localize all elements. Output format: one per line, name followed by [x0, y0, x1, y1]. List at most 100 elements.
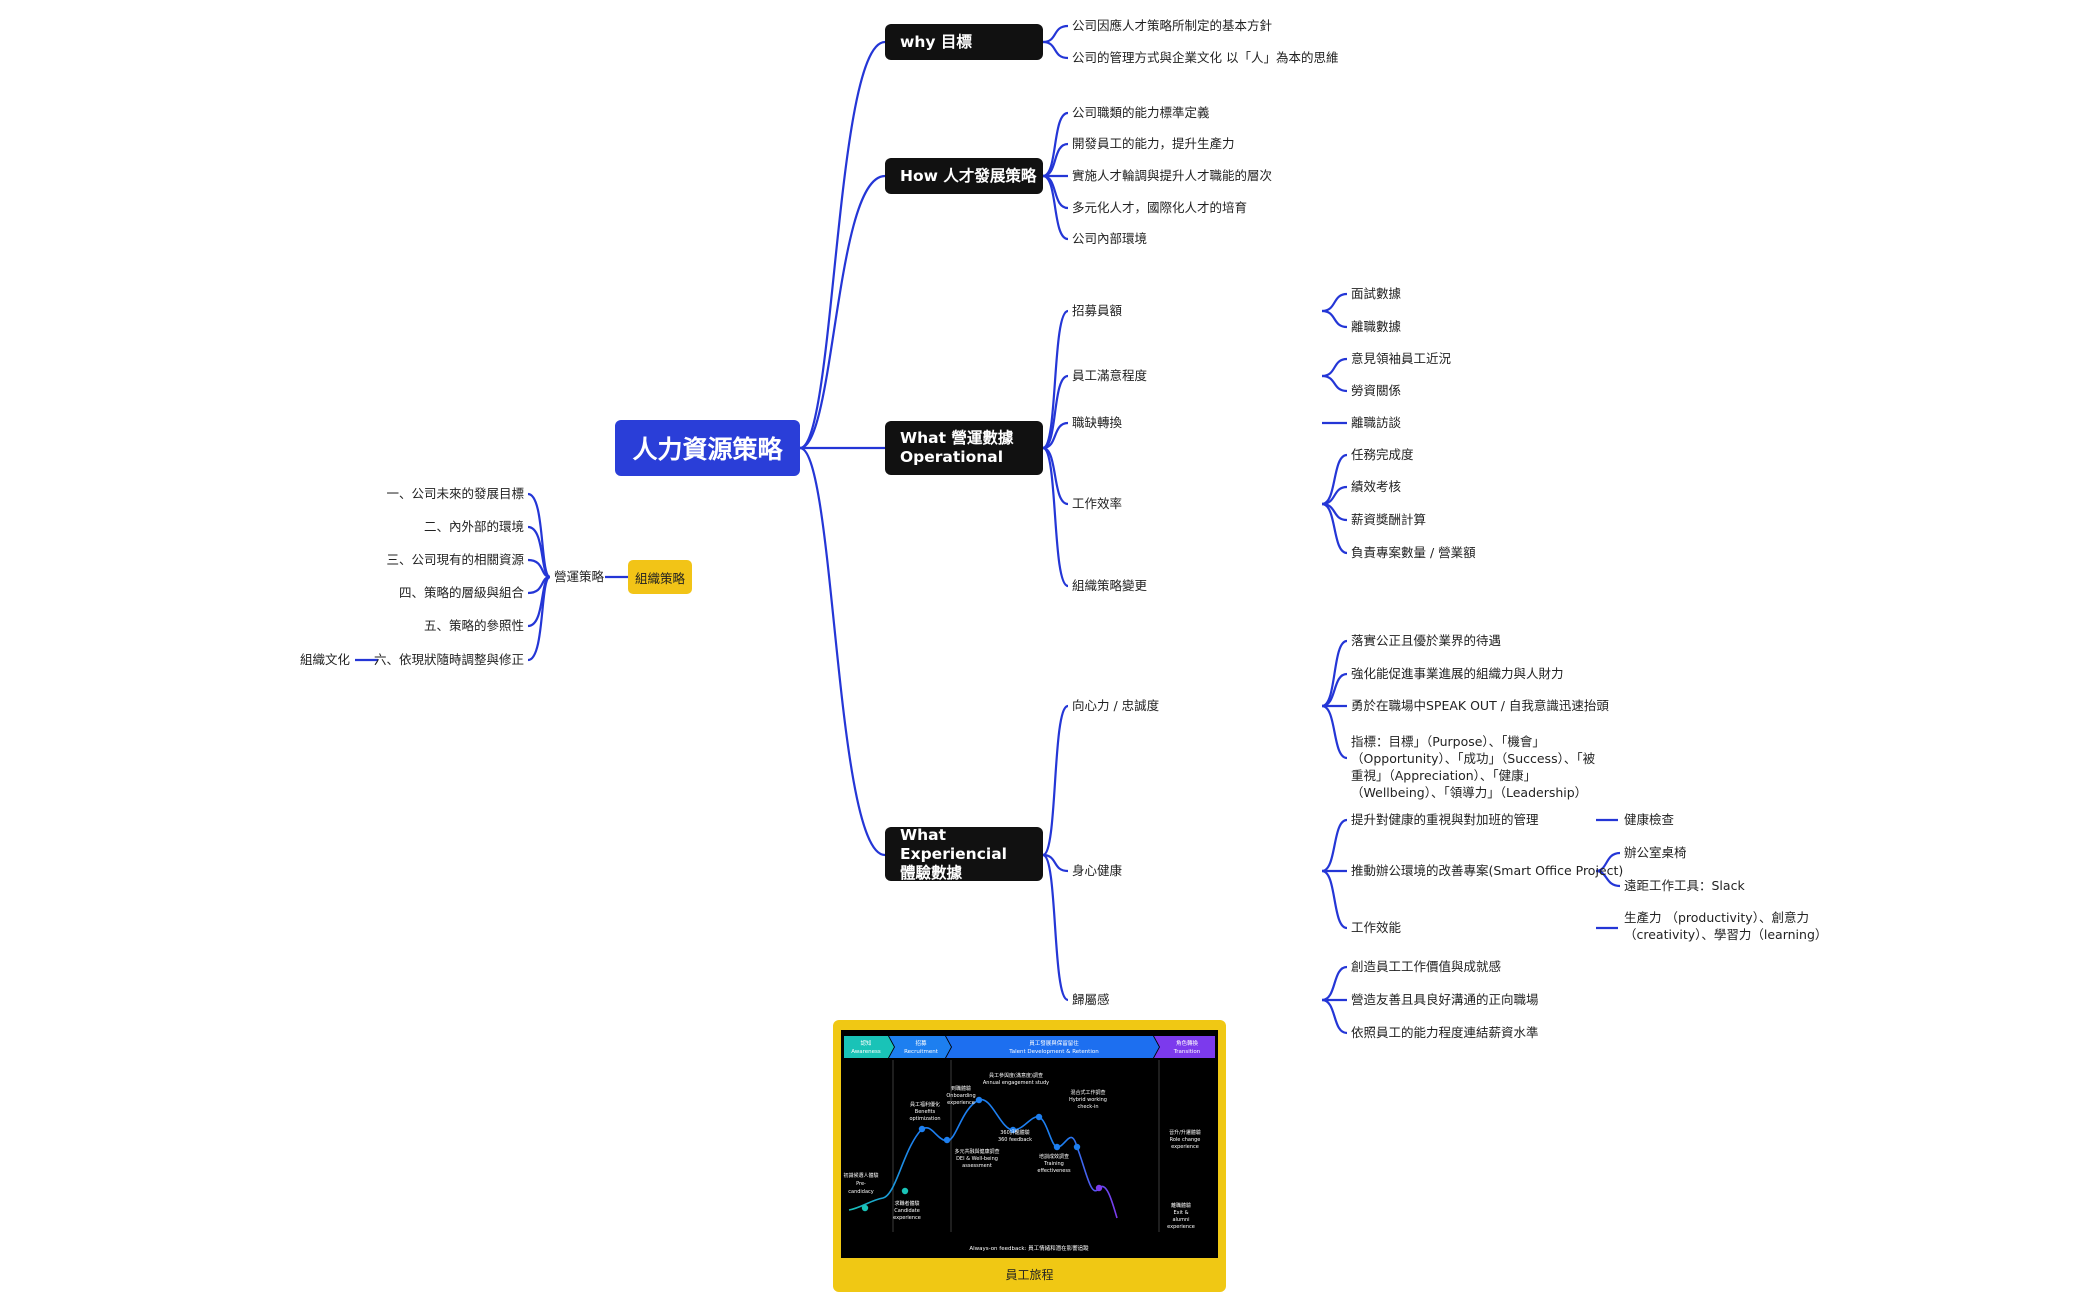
indicator-line: （Wellbeing）、「領導力」（Leadership）: [1351, 785, 1588, 800]
experiential-item[interactable]: 提升對健康的重視與對加班的管理: [1351, 812, 1539, 827]
operational-group-label[interactable]: 員工滿意程度: [1072, 368, 1148, 383]
journey-point: [918, 1125, 926, 1133]
operational-item[interactable]: 面試數據: [1351, 286, 1402, 301]
experiential-item[interactable]: 推動辦公環境的改善專案(Smart Office Project): [1351, 863, 1624, 878]
branch-how[interactable]: How 人才發展策略: [885, 158, 1043, 194]
business-strategy-node[interactable]: 營運策略: [554, 569, 605, 584]
how-item[interactable]: 實施人才輪調與提升人才職能的層次: [1072, 168, 1273, 183]
journey-label: 離職體驗: [1171, 1202, 1191, 1209]
journey-point: [901, 1187, 909, 1195]
journey-label: optimization: [909, 1116, 940, 1122]
journey-label: Candidate: [894, 1208, 920, 1214]
stage-label: Transition: [1173, 1049, 1201, 1055]
journey-label: Role change: [1170, 1137, 1201, 1143]
experiential-item[interactable]: 工作效能: [1351, 920, 1402, 935]
remote-tool-item[interactable]: 遠距工作工具：Slack: [1624, 878, 1745, 893]
journey-label: 360 feedback: [998, 1137, 1032, 1143]
journey-label: 求職者體驗: [894, 1200, 919, 1207]
operational-group-label[interactable]: 招募員額: [1072, 303, 1123, 318]
branch-experiential[interactable]: What Experiencial 體驗數據: [885, 826, 1043, 882]
journey-label: 員工福利優化: [910, 1101, 940, 1108]
operational-item[interactable]: 薪資獎酬計算: [1351, 512, 1427, 527]
strategy-item[interactable]: 六、依現狀隨時調整與修正: [373, 652, 524, 667]
journey-caption: 員工旅程: [1005, 1268, 1054, 1282]
operational-group-label[interactable]: 職缺轉換: [1072, 415, 1123, 430]
why-item[interactable]: 公司因應人才策略所制定的基本方針: [1072, 18, 1273, 33]
experiential-item[interactable]: 依照員工的能力程度連結薪資水準: [1351, 1025, 1539, 1040]
journey-label: Annual engagement study: [983, 1080, 1049, 1086]
operational-group-label[interactable]: 組織策略變更: [1072, 578, 1148, 593]
journey-point: [1073, 1143, 1081, 1151]
branch-experiential-subtitle: 體驗數據: [900, 863, 963, 882]
journey-label: 多元共融與健康調查: [954, 1148, 999, 1155]
branch-why-title: why 目標: [900, 32, 972, 51]
journey-label: 混合式工作調查: [1070, 1089, 1105, 1096]
strategy-item[interactable]: 二、內外部的環境: [423, 519, 524, 534]
stage-label: Awareness: [851, 1049, 881, 1055]
journey-point: [1009, 1126, 1017, 1134]
efficiency-item[interactable]: 生產力 （productivity）、創意力: [1624, 910, 1809, 925]
indicator-line: （Opportunity）、「成功」（Success）、「被: [1351, 751, 1596, 766]
journey-label: 員工參與度(滿意度)調查: [989, 1072, 1043, 1079]
stage-label: 招募: [915, 1039, 927, 1047]
experiential-group-label[interactable]: 身心健康: [1072, 863, 1123, 878]
journey-label: Onboarding: [946, 1093, 975, 1099]
org-strategy-node[interactable]: 組織策略: [628, 560, 692, 594]
operational-item[interactable]: 任務完成度: [1351, 447, 1414, 462]
root-node[interactable]: 人力資源策略: [615, 420, 800, 476]
journey-label: Benefits: [915, 1109, 936, 1115]
journey-label: effectiveness: [1037, 1168, 1071, 1174]
how-item[interactable]: 開發員工的能力，提升生產力: [1072, 136, 1235, 151]
stage-awareness-chevron: [844, 1036, 894, 1058]
journey-label: 初識候選人體驗: [843, 1172, 878, 1179]
how-item[interactable]: 公司內部環境: [1072, 231, 1148, 246]
journey-label: Hybrid working: [1069, 1097, 1107, 1103]
stage-label: Recruitment: [904, 1049, 939, 1055]
how-item[interactable]: 公司職類的能力標準定義: [1072, 105, 1210, 120]
journey-label: experience: [947, 1100, 975, 1106]
journey-label: 360評鑑體驗: [1000, 1129, 1030, 1136]
branch-operational[interactable]: What 營運數據 Operational: [885, 421, 1043, 475]
org-culture-node[interactable]: 組織文化: [299, 652, 350, 667]
operational-item[interactable]: 勞資關係: [1351, 383, 1402, 398]
employee-journey-card[interactable]: 認知 Awareness 招募 Recruitment 員工發展與保留留住 Ta…: [833, 1020, 1226, 1292]
office-desk-item[interactable]: 辦公室桌椅: [1624, 845, 1687, 860]
strategy-item[interactable]: 三、公司現有的相關資源: [386, 552, 524, 567]
stage-label: 員工發展與保留留住: [1029, 1039, 1079, 1047]
journey-label: Exit &: [1174, 1210, 1189, 1216]
experiential-group-label[interactable]: 向心力 / 忠誠度: [1072, 698, 1160, 713]
experiential-item[interactable]: 營造友善且具良好溝通的正向職場: [1351, 992, 1539, 1007]
branch-operational-subtitle: Operational: [900, 448, 1004, 466]
journey-label: alumni: [1172, 1217, 1189, 1223]
strategy-item[interactable]: 五、策略的參照性: [423, 618, 524, 633]
operational-item[interactable]: 負責專案數量 / 營業額: [1351, 545, 1476, 560]
why-item[interactable]: 公司的管理方式與企業文化 以「人」為本的思維: [1072, 50, 1339, 65]
indicator-line: 重視」（Appreciation）、「健康」: [1351, 768, 1537, 783]
journey-label: Training: [1043, 1161, 1064, 1167]
journey-label: experience: [1171, 1144, 1199, 1150]
journey-label: experience: [893, 1215, 921, 1221]
employee-journey-image: 認知 Awareness 招募 Recruitment 員工發展與保留留住 Ta…: [841, 1030, 1218, 1258]
operational-item[interactable]: 離職訪談: [1351, 415, 1402, 430]
indicator-line[interactable]: 指標：目標」（Purpose）、「機會」: [1351, 734, 1545, 749]
operational-group-label[interactable]: 工作效率: [1072, 496, 1123, 511]
experiential-item[interactable]: 創造員工工作價值與成就感: [1351, 959, 1502, 974]
health-check-item[interactable]: 健康檢查: [1624, 812, 1675, 827]
experiential-item[interactable]: 強化能促進事業進展的組織力與人財力: [1351, 666, 1564, 681]
operational-item[interactable]: 績效考核: [1351, 479, 1402, 494]
experiential-item[interactable]: 落實公正且優於業界的待遇: [1351, 633, 1502, 648]
how-item[interactable]: 多元化人才，國際化人才的培育: [1072, 200, 1248, 215]
experiential-item[interactable]: 勇於在職場中SPEAK OUT / 自我意識迅速抬頭: [1351, 698, 1609, 713]
efficiency-item-cont: （creativity）、學習力（learning）: [1624, 927, 1828, 942]
stage-label: 認知: [860, 1039, 871, 1047]
strategy-item[interactable]: 四、策略的層級與組合: [398, 585, 524, 600]
operational-item[interactable]: 離職數據: [1351, 319, 1402, 334]
journey-point: [1095, 1184, 1103, 1192]
journey-label: Pre-: [856, 1181, 866, 1187]
experiential-group-label[interactable]: 歸屬感: [1072, 992, 1110, 1007]
operational-item[interactable]: 意見領袖員工近況: [1351, 351, 1452, 366]
journey-label: 晉升/升遷體驗: [1169, 1129, 1201, 1136]
branch-why[interactable]: why 目標: [885, 24, 1043, 60]
journey-label: DEI & Well-being: [956, 1156, 998, 1162]
strategy-item[interactable]: 一、公司未來的發展目標: [386, 486, 524, 501]
